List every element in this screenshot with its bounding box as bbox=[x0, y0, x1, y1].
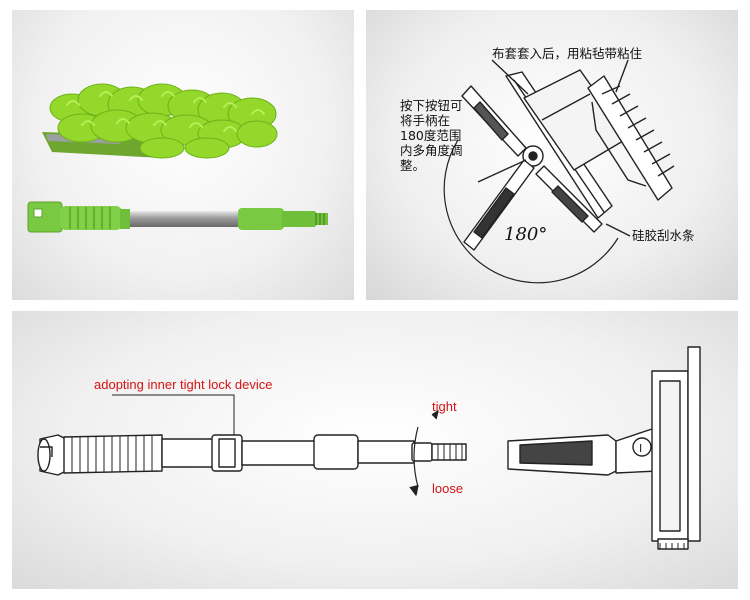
squeegee-line-drawing bbox=[443, 59, 675, 284]
panel-squeegee-diagram: 布套套入后，用粘毡带粘住 按下按钮可将手柄在180度范围内多角度调整。 180°… bbox=[366, 10, 738, 300]
label-tight: tight bbox=[432, 399, 457, 414]
label-loose: loose bbox=[432, 481, 464, 496]
label-silicone-blade: 硅胶刮水条 bbox=[632, 228, 695, 243]
pole-line-drawing: I bbox=[37, 346, 701, 550]
panel-pole-diagram: I adopting inner tight lock device tight… bbox=[12, 311, 738, 589]
panel-product-photo bbox=[12, 10, 354, 300]
microfiber-duster-head bbox=[42, 83, 278, 159]
label-angle: 180° bbox=[504, 224, 548, 245]
label-button-adjust: 按下按钮可将手柄在180度范围内多角度调整。 bbox=[400, 98, 463, 173]
label-lock-device: adopting inner tight lock device bbox=[94, 377, 273, 392]
label-cloth-cover: 布套套入后，用粘毡带粘住 bbox=[492, 46, 643, 61]
product-photo-drawing bbox=[27, 83, 328, 233]
svg-text:I: I bbox=[639, 442, 642, 455]
telescopic-handle-photo bbox=[27, 201, 328, 233]
